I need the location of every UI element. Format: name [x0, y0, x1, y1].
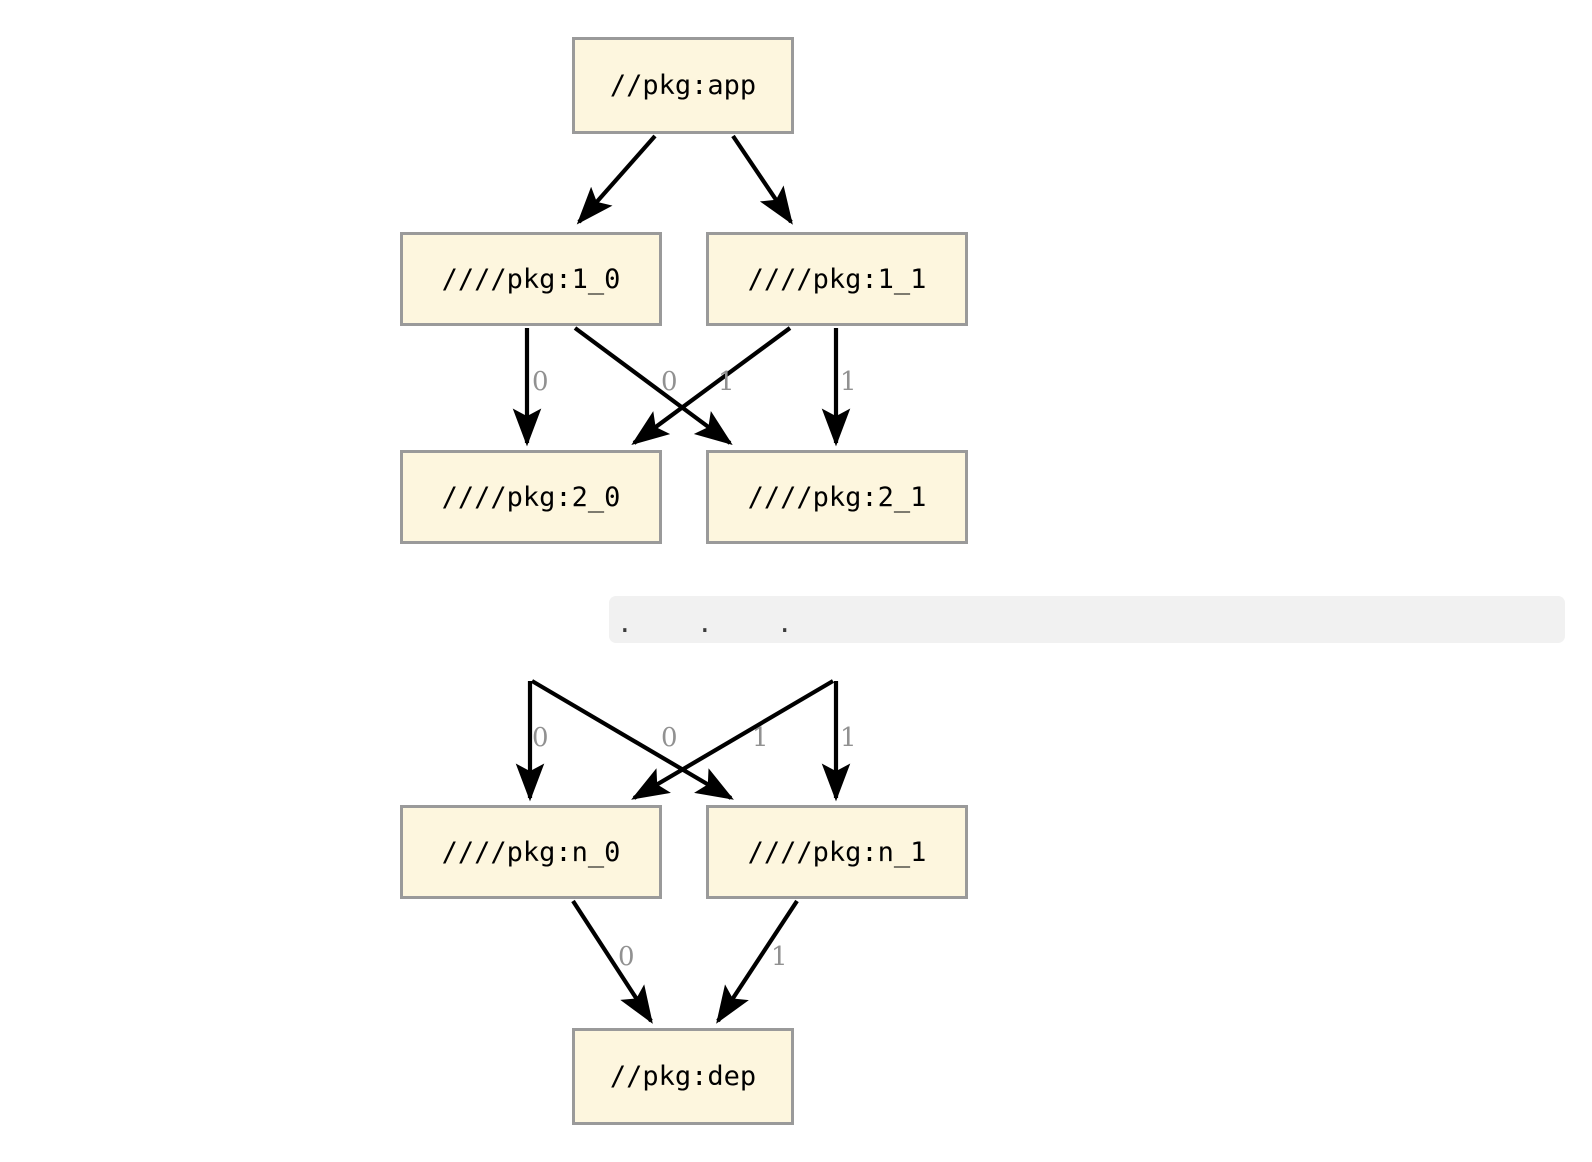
edge-app-to-1_0 — [576, 134, 657, 225]
node-pkg-n_1[interactable]: ////pkg:n_1 — [706, 805, 968, 899]
node-pkg-1_1[interactable]: ////pkg:1_1 — [706, 232, 968, 326]
node-pkg-1_0-label: ////pkg:1_0 — [441, 263, 621, 295]
edge-1_0-to-2_1 — [573, 326, 733, 446]
node-dep[interactable]: //pkg:dep — [572, 1028, 794, 1125]
edge-label-above-to-n_0: 0 — [532, 723, 549, 753]
edge-1_1-to-2_0 — [631, 326, 792, 445]
edge-label-n_0-to-dep: 0 — [618, 942, 635, 972]
node-pkg-1_1-label: ////pkg:1_1 — [747, 263, 927, 295]
edge-label-1_0-to-2_0: 0 — [532, 367, 549, 397]
edge-label-1_1-to-2_0: 1 — [718, 367, 735, 397]
edge-label-1_1-to-2_1: 1 — [840, 367, 857, 397]
ellipsis-dots: . . . — [617, 609, 804, 639]
edge-above-to-n_1 — [530, 679, 734, 800]
node-pkg-2_1[interactable]: ////pkg:2_1 — [706, 450, 968, 544]
edge-label-1_0-to-2_1: 0 — [661, 367, 678, 397]
node-app[interactable]: //pkg:app — [572, 37, 794, 134]
edge-above2-to-n_0 — [631, 679, 835, 800]
edge-label-above2-to-n_0: 1 — [752, 723, 769, 753]
edge-label-above2-to-n_1: 1 — [840, 723, 857, 753]
node-pkg-n_0-label: ////pkg:n_0 — [441, 836, 621, 868]
node-pkg-2_0-label: ////pkg:2_0 — [441, 481, 621, 513]
edge-app-to-1_1 — [731, 134, 793, 225]
node-app-label: //pkg:app — [609, 70, 757, 101]
node-pkg-1_0[interactable]: ////pkg:1_0 — [400, 232, 662, 326]
edge-label-n_1-to-dep: 1 — [771, 942, 788, 972]
edge-label-above-to-n_1: 0 — [661, 723, 678, 753]
node-pkg-n_1-label: ////pkg:n_1 — [747, 836, 927, 868]
node-dep-label: //pkg:dep — [609, 1061, 757, 1092]
edge-n_1-to-dep — [716, 899, 799, 1024]
node-pkg-n_0[interactable]: ////pkg:n_0 — [400, 805, 662, 899]
node-pkg-2_0[interactable]: ////pkg:2_0 — [400, 450, 662, 544]
edge-n_0-to-dep — [571, 899, 653, 1024]
node-pkg-2_1-label: ////pkg:2_1 — [747, 481, 927, 513]
ellipsis-band: . . . — [609, 596, 1565, 643]
